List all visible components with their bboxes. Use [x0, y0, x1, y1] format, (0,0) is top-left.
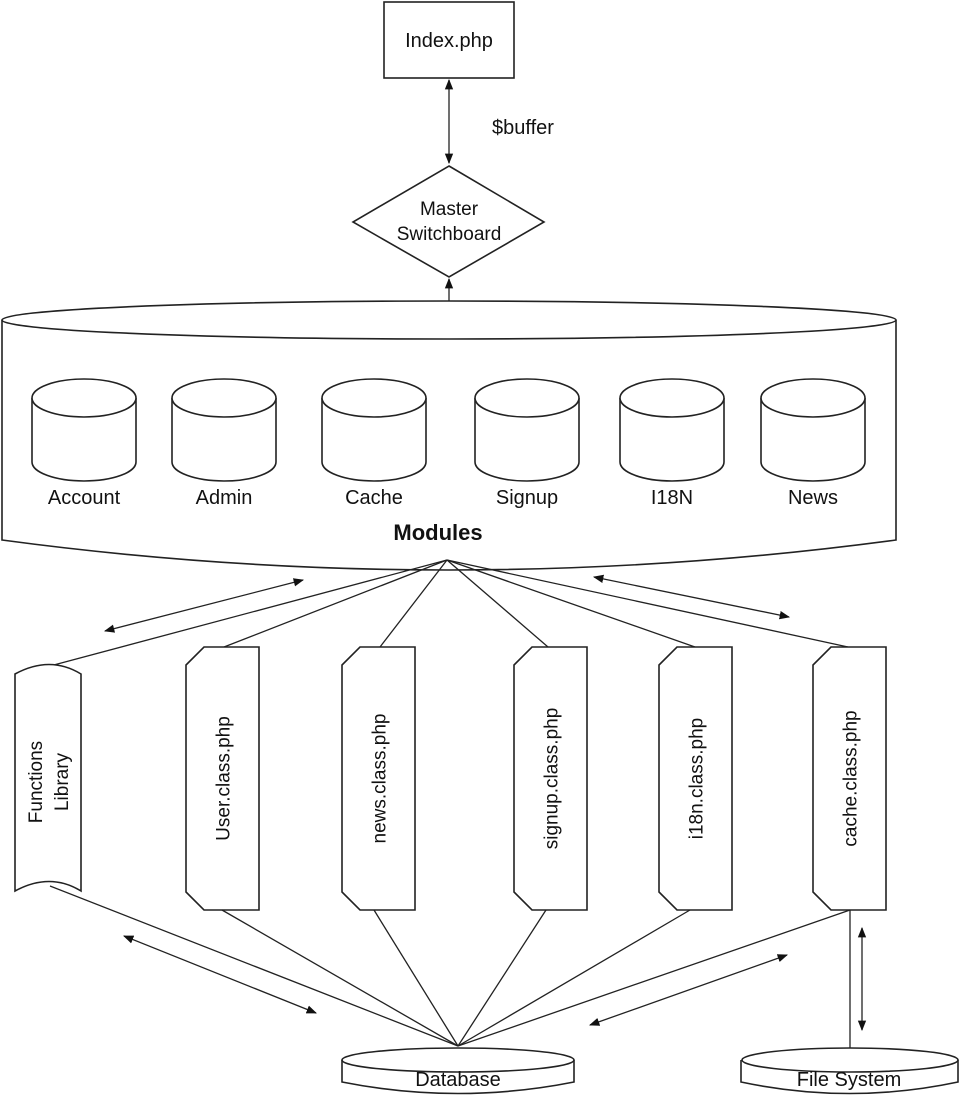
class-label: news.class.php — [370, 714, 391, 844]
module-cylinder-admin: Admin — [171, 378, 277, 509]
file-system-node: File System — [740, 1047, 959, 1095]
link-i18n-database — [457, 909, 691, 1047]
module-cylinder-account: Account — [31, 378, 137, 509]
class-box-i18n: i18n.class.php — [658, 646, 733, 911]
functions-database-arrow — [123, 935, 317, 1014]
index-node: Index.php — [383, 1, 515, 79]
modules-title: Modules — [393, 520, 482, 545]
module-label: Signup — [496, 487, 558, 509]
functions-library-node: Functions Library — [14, 663, 82, 893]
class-label: User.class.php — [214, 716, 235, 841]
class-box-news: news.class.php — [341, 646, 416, 911]
functions-label-2: Library — [52, 752, 73, 811]
class-box-user: User.class.php — [185, 646, 260, 911]
module-cylinder-signup: Signup — [474, 378, 580, 509]
functions-label-1: Functions — [26, 741, 47, 823]
module-label: I18N — [651, 487, 693, 509]
link-modules-signup — [446, 559, 549, 648]
modules-cache-arrow — [592, 574, 791, 620]
class-box-signup: signup.class.php — [513, 646, 588, 911]
class-box-cache: cache.class.php — [812, 646, 887, 911]
module-label: News — [788, 487, 838, 509]
link-news-database — [373, 909, 459, 1047]
module-label: Account — [48, 487, 121, 509]
switchboard-label-1: Master — [420, 199, 479, 220]
database-cache-arrow — [589, 954, 788, 1026]
switchboard-node: Master Switchboard — [351, 165, 546, 278]
class-label: cache.class.php — [841, 710, 862, 846]
link-user-database — [221, 909, 459, 1047]
link-modules-cache — [446, 559, 849, 648]
module-cylinder-i18n: I18N — [619, 378, 725, 509]
class-label: signup.class.php — [542, 708, 563, 850]
database-label: Database — [415, 1069, 501, 1091]
link-modules-news — [379, 559, 448, 648]
class-label: i18n.class.php — [687, 718, 708, 839]
switchboard-label-2: Switchboard — [397, 224, 502, 245]
link-modules-i18n — [446, 559, 696, 648]
module-cylinder-news: News — [760, 378, 866, 509]
index-label: Index.php — [405, 30, 493, 52]
functions-modules-arrow — [103, 578, 305, 633]
module-label: Cache — [345, 487, 403, 509]
file-system-label: File System — [797, 1069, 901, 1091]
buffer-label: $buffer — [492, 117, 554, 139]
database-node: Database — [341, 1047, 575, 1095]
module-label: Admin — [196, 487, 253, 509]
module-cylinder-cache: Cache — [321, 378, 427, 509]
link-signup-database — [457, 909, 547, 1047]
